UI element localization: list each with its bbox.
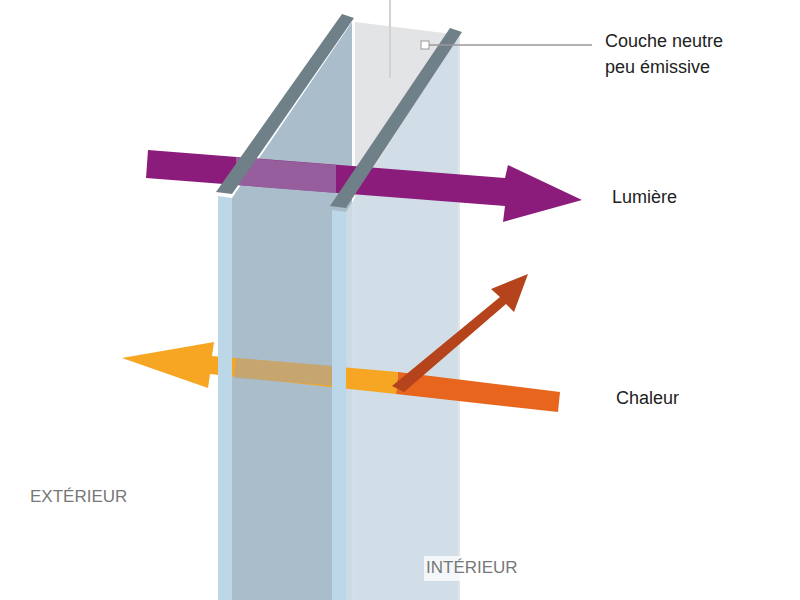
arrow-label: Lumière (612, 184, 677, 210)
side-label: INTÉRIEUR (424, 556, 520, 581)
outer-pane-top (216, 14, 354, 194)
leader-dot (421, 41, 429, 49)
callout-label: Couche neutre peu émissive (605, 28, 755, 80)
heat-arrow-in (396, 372, 560, 412)
inner-pane-edge (332, 210, 346, 600)
outer-pane-face (232, 22, 352, 600)
coating-line (389, 0, 391, 78)
arrow-label: Chaleur (616, 385, 679, 411)
inner-pane-top (330, 28, 462, 208)
outer-pane-edge (218, 196, 232, 600)
heat-arrow-out (122, 342, 398, 394)
leader-line (429, 44, 592, 46)
heat-reflection-arrow (392, 274, 528, 392)
side-label: EXTÉRIEUR (30, 485, 127, 510)
heat-through-glass (234, 358, 336, 386)
